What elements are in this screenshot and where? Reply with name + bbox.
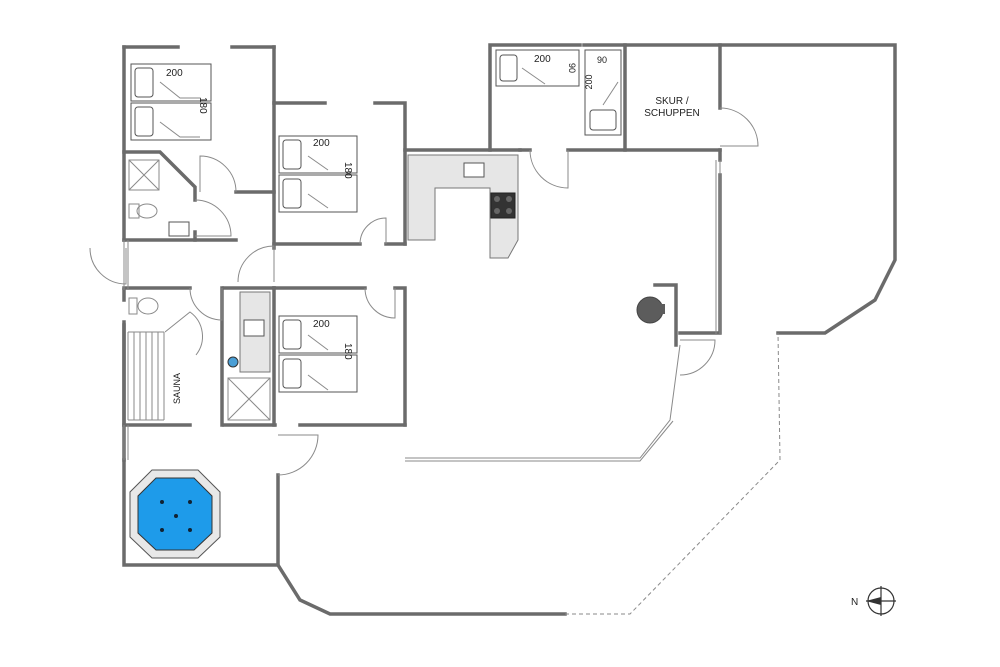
bed-ne: 200 90 90 200 <box>495 49 622 136</box>
bed-mid: 200 180 <box>278 135 358 213</box>
bed-ne-b-length: 200 <box>584 74 594 89</box>
shed-label-1: SKUR / <box>655 96 689 107</box>
sauna: SAUNA <box>127 331 182 421</box>
bed-ne-b-width: 90 <box>597 55 607 65</box>
doors <box>89 107 759 476</box>
bed-nw-width: 180 <box>197 97 208 114</box>
wc-lower <box>128 297 159 315</box>
compass-north-label: N <box>851 597 858 608</box>
bed-mid-length: 200 <box>313 138 330 149</box>
sauna-label: SAUNA <box>172 373 182 404</box>
compass-icon: N <box>851 586 896 616</box>
bed-mid-width: 180 <box>342 162 353 179</box>
bath-nw <box>128 159 190 237</box>
shed-label-2: SCHUPPEN <box>644 108 700 119</box>
bed-ne-a-length: 200 <box>534 54 551 65</box>
glazing <box>123 160 781 615</box>
bed-nw: 200 180 <box>130 63 212 141</box>
bath-lower <box>227 291 271 421</box>
bed-low-width: 180 <box>342 343 353 360</box>
bed-ne-a-width: 90 <box>567 63 577 73</box>
wood-stove <box>636 296 665 324</box>
hot-tub <box>129 469 221 559</box>
bed-low: 200 180 <box>278 315 358 393</box>
bed-low-length: 200 <box>313 319 330 330</box>
kitchen <box>407 154 519 259</box>
bed-nw-length: 200 <box>166 68 183 79</box>
